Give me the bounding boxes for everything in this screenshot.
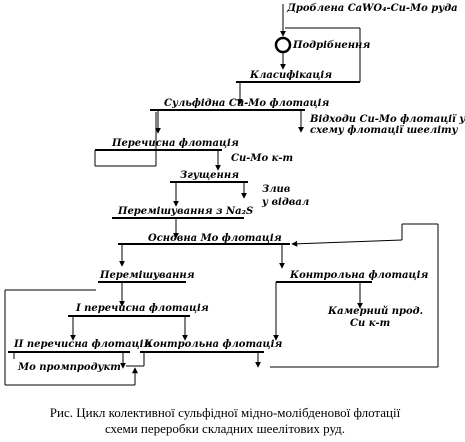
control-flotation-1-label: Контрольна флотація	[290, 270, 429, 281]
caption-line1: Рис. Цикл колективної сульфідної мідно-м…	[49, 405, 401, 420]
flowsheet-diagram: Дроблена CaWO₄-Cu-Mo руда Подрібнення Кл…	[4, 3, 465, 436]
chamber-product-label-line2: Cu к-т	[350, 318, 391, 329]
sulfide-flotation-label: Сульфідна Cu-Mo флотація	[164, 98, 330, 109]
flow-lines	[4, 4, 439, 386]
tailings-label-line2: схему флотації шееліту	[310, 125, 458, 136]
cu-mo-concentrate-label: Cu-Mo к-т	[231, 153, 294, 164]
basic-mo-flotation-label: Основна Мо флотація	[148, 233, 282, 244]
first-cleaner-label: І перечисна флотація	[76, 303, 209, 314]
feed-label: Дроблена CaWO₄-Cu-Mo руда	[287, 3, 458, 14]
mixing-label: Перемішування	[100, 270, 195, 281]
grinding-label: Подрібнення	[293, 40, 371, 51]
chamber-product-label-line1: Камерний прод.	[328, 306, 424, 317]
mo-middling-label: Мо промпродукт	[18, 362, 121, 373]
classification-label: Класифікація	[250, 70, 333, 81]
overflow-label-line2: у відвал	[262, 197, 310, 208]
tailings-label-line1: Відходи Cu-Mo флотації у	[310, 114, 465, 125]
cleaner-flotation-label: Перечисна флотація	[112, 138, 239, 149]
second-cleaner-label: ІІ перечисна флотація	[14, 339, 152, 350]
mixing-na2s-label: Перемішування з Na₂S	[118, 206, 254, 217]
caption-line2: схеми переробки складних шеелітових руд.	[104, 421, 346, 436]
grinding-mill-symbol	[274, 36, 292, 54]
overflow-label-line1: Злив	[262, 184, 291, 195]
thickening-label: Згущення	[180, 170, 240, 181]
control-flotation-2-label: Контрольна флотація	[144, 339, 283, 350]
